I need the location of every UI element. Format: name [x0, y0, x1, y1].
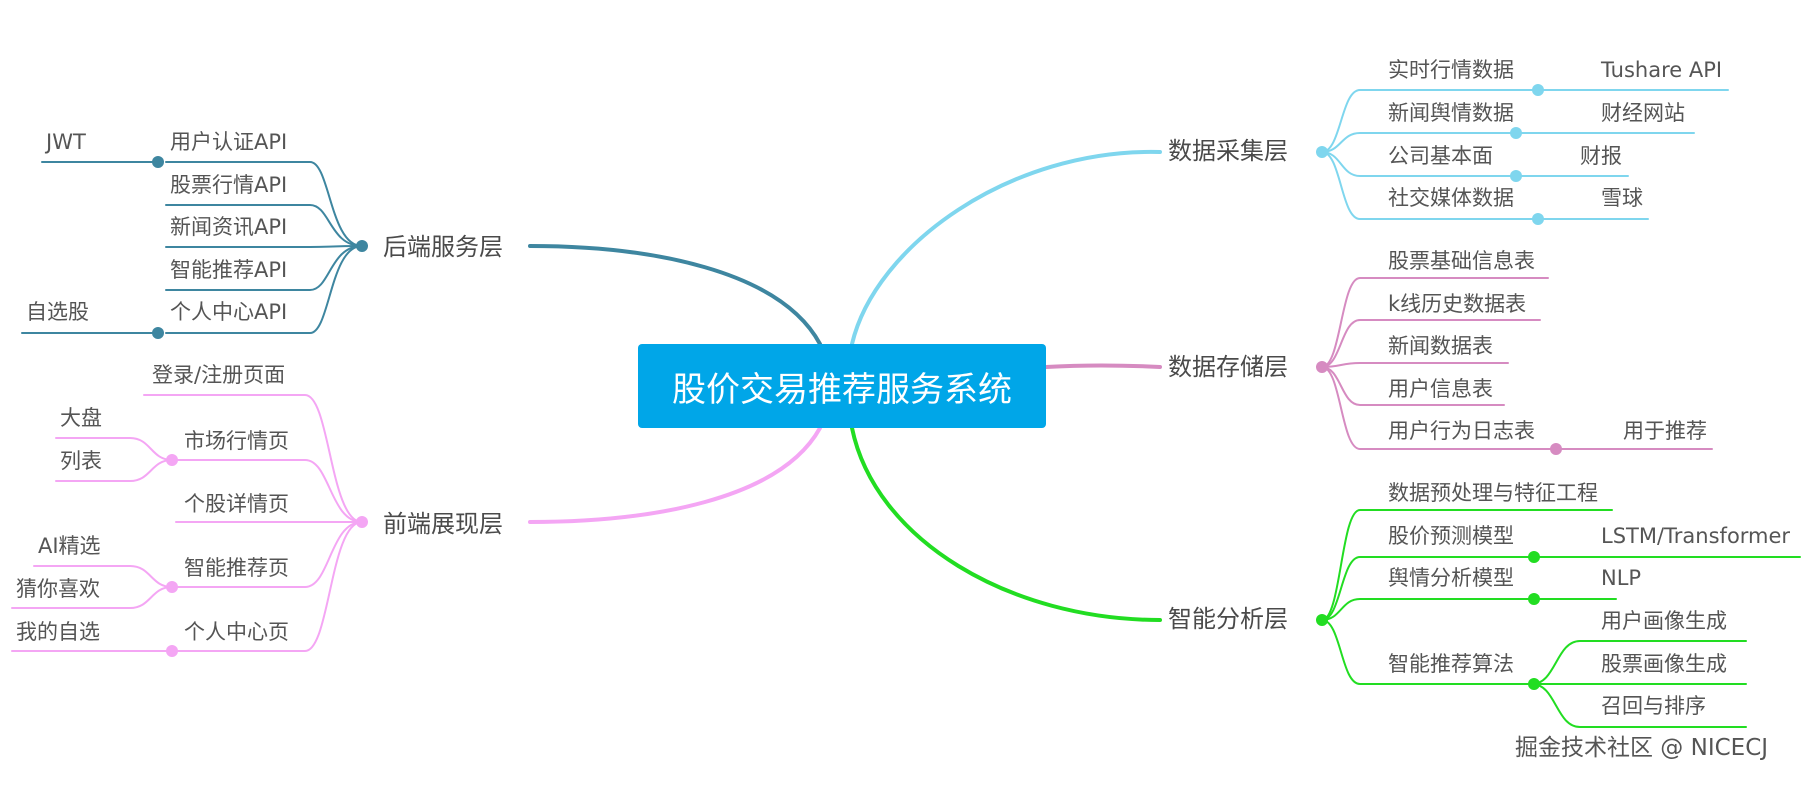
- link-root-analysis: [850, 426, 1162, 622]
- analysis-item-price-model[interactable]: 股价预测模型: [1388, 524, 1514, 548]
- storage-item-stock-info[interactable]: 股票基础信息表: [1388, 249, 1535, 273]
- link-root-frontend: [528, 426, 822, 524]
- link-storage-item: [1321, 319, 1541, 368]
- backend-item-recommend-api[interactable]: 智能推荐API: [170, 258, 288, 282]
- dot-analysis-sub: [1528, 678, 1540, 690]
- collect-sub-finance-site[interactable]: 财经网站: [1601, 101, 1685, 125]
- analysis-sub-user-profile[interactable]: 用户画像生成: [1601, 609, 1727, 633]
- link-frontend-item: [143, 394, 363, 523]
- storage-item-behavior-log[interactable]: 用户行为日志表: [1388, 419, 1535, 443]
- hub-analysis: [1316, 614, 1328, 626]
- dot-collect-sub: [1532, 213, 1544, 225]
- connector-dots: [152, 84, 1562, 690]
- analysis-sub-stock-profile[interactable]: 股票画像生成: [1601, 652, 1727, 676]
- hub-collect: [1316, 146, 1328, 158]
- dot-storage-sub: [1550, 443, 1562, 455]
- dot-frontend-sub: [166, 581, 178, 593]
- dot-collect-sub: [1532, 84, 1544, 96]
- frontend-sub-guess[interactable]: 猜你喜欢: [16, 577, 100, 601]
- backend-sub-watchlist[interactable]: 自选股: [26, 300, 89, 324]
- backend-sub-jwt[interactable]: JWT: [46, 130, 86, 154]
- frontend-sub-ai-pick[interactable]: AI精选: [38, 534, 101, 558]
- dot-collect-sub: [1510, 170, 1522, 182]
- link-root-collect: [850, 149, 1162, 346]
- backend-item-profile-api[interactable]: 个人中心API: [170, 300, 288, 324]
- hub-backend: [356, 240, 368, 252]
- dot-backend-sub: [152, 156, 164, 168]
- link-frontend-item: [175, 521, 363, 588]
- link-analysis-item: [1321, 598, 1617, 621]
- dot-analysis-sub: [1528, 551, 1540, 563]
- link-analysis-item: [1321, 509, 1613, 621]
- frontend-item-login[interactable]: 登录/注册页面: [152, 363, 286, 387]
- root-node[interactable]: 股价交易推荐服务系统: [638, 344, 1046, 428]
- analysis-item-recommend-algo[interactable]: 智能推荐算法: [1388, 652, 1514, 676]
- frontend-item-profile[interactable]: 个人中心页: [184, 620, 289, 644]
- frontend-item-market[interactable]: 市场行情页: [184, 429, 289, 453]
- analysis-sub-nlp[interactable]: NLP: [1601, 566, 1642, 590]
- analysis-sub-recall-rank[interactable]: 召回与排序: [1601, 694, 1706, 718]
- link-analysis-item: [1321, 556, 1801, 621]
- frontend-sub-index[interactable]: 大盘: [60, 406, 102, 430]
- link-storage-item: [1321, 277, 1549, 368]
- hub-frontend: [356, 516, 368, 528]
- frontend-sub-my-watchlist[interactable]: 我的自选: [16, 620, 100, 644]
- link-analysis-item: [1321, 619, 1533, 685]
- branch-analysis-label[interactable]: 智能分析层: [1168, 605, 1288, 633]
- frontend-item-stock-detail[interactable]: 个股详情页: [184, 492, 289, 516]
- hub-storage: [1316, 361, 1328, 373]
- link-storage-item: [1321, 362, 1509, 368]
- storage-item-news[interactable]: 新闻数据表: [1388, 334, 1493, 358]
- storage-sub-for-recommend[interactable]: 用于推荐: [1623, 419, 1707, 443]
- link-storage-item: [1321, 366, 1713, 450]
- link-collect-item: [1321, 151, 1539, 220]
- collect-sub-xueqiu[interactable]: 雪球: [1601, 186, 1643, 210]
- collect-sub-report[interactable]: 财报: [1580, 144, 1622, 168]
- link-backend-item: [165, 245, 363, 334]
- backend-item-quote-api[interactable]: 股票行情API: [170, 173, 288, 197]
- backend-item-news-api[interactable]: 新闻资讯API: [170, 215, 288, 239]
- root-label: 股价交易推荐服务系统: [672, 369, 1012, 410]
- link-frontend-item: [175, 459, 363, 523]
- storage-item-kline[interactable]: k线历史数据表: [1388, 292, 1527, 316]
- analysis-item-preprocess[interactable]: 数据预处理与特征工程: [1388, 481, 1598, 505]
- dot-collect-sub: [1510, 127, 1522, 139]
- dot-backend-sub: [152, 327, 164, 339]
- link-root-backend: [528, 244, 822, 346]
- link-backend-item: [165, 245, 363, 291]
- collect-item-fundamental[interactable]: 公司基本面: [1388, 144, 1493, 168]
- frontend-item-recommend[interactable]: 智能推荐页: [184, 556, 289, 580]
- branch-frontend-label[interactable]: 前端展现层: [383, 510, 503, 538]
- collect-item-social[interactable]: 社交媒体数据: [1388, 186, 1514, 210]
- branch-storage-label[interactable]: 数据存储层: [1168, 353, 1288, 381]
- dot-frontend-sub: [166, 454, 178, 466]
- analysis-sub-lstm[interactable]: LSTM/Transformer: [1601, 524, 1791, 548]
- analysis-item-sentiment-model[interactable]: 舆情分析模型: [1388, 566, 1514, 590]
- link-backend-item: [165, 204, 363, 247]
- frontend-sub-list[interactable]: 列表: [60, 449, 102, 473]
- connector-lines: [11, 89, 1801, 728]
- collect-sub-tushare[interactable]: Tushare API: [1601, 58, 1723, 82]
- link-backend-item: [165, 245, 363, 248]
- storage-item-user[interactable]: 用户信息表: [1388, 377, 1493, 401]
- collect-item-realtime[interactable]: 实时行情数据: [1388, 58, 1514, 82]
- collect-item-news[interactable]: 新闻舆情数据: [1388, 101, 1514, 125]
- branch-collect-label[interactable]: 数据采集层: [1168, 137, 1288, 165]
- link-frontend-item: [175, 521, 363, 652]
- link-collect-item: [1321, 89, 1539, 153]
- dot-frontend-sub: [166, 645, 178, 657]
- link-backend-item: [165, 161, 363, 247]
- dot-analysis-sub: [1528, 593, 1540, 605]
- watermark: 掘金技术社区 @ NICECJ: [1515, 735, 1769, 761]
- link-root-storage: [1044, 363, 1162, 369]
- branch-backend-label[interactable]: 后端服务层: [383, 233, 503, 261]
- backend-item-auth-api[interactable]: 用户认证API: [170, 130, 288, 154]
